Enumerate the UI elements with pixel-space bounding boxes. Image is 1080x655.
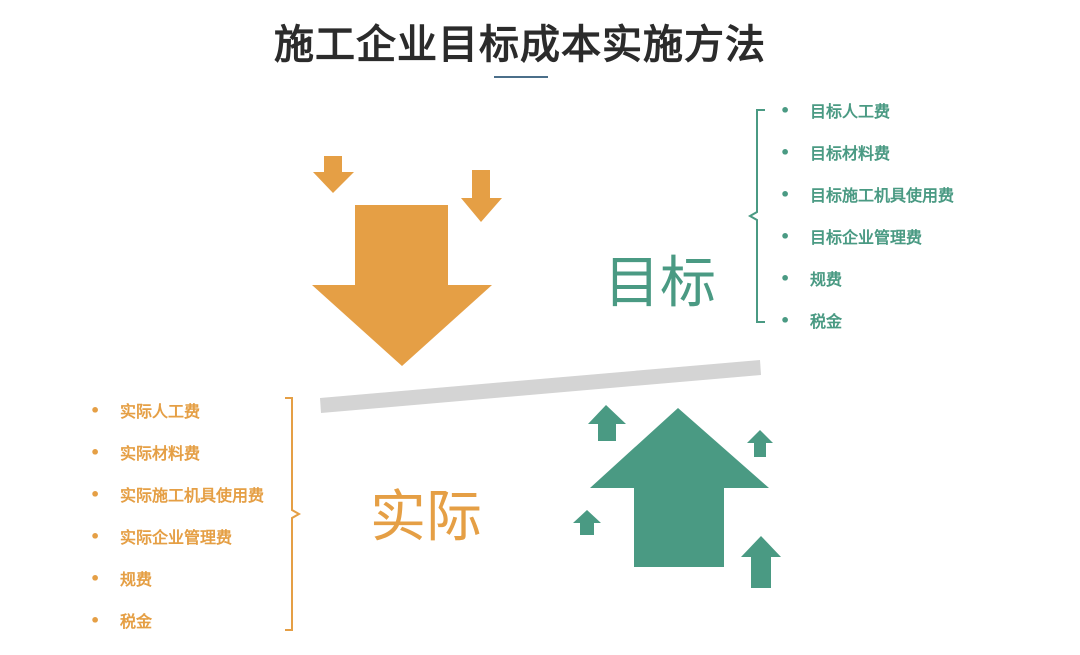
bullet-icon: •: [90, 443, 101, 462]
title-underline: [494, 76, 548, 78]
small-up-arrow-icon-left: [573, 510, 601, 535]
actual-label: 实际: [370, 485, 482, 550]
bullet-icon: •: [90, 401, 101, 420]
bullet-icon: •: [90, 485, 101, 504]
small-up-arrow-icon-bottom-right: [741, 536, 781, 588]
bullet-icon: •: [780, 185, 791, 204]
large-up-arrow-icon: [590, 408, 769, 567]
small-up-arrow-icon-top-right: [747, 430, 773, 457]
bullet-icon: •: [780, 227, 791, 246]
bullet-icon: •: [780, 269, 791, 288]
bullet-icon: •: [90, 569, 101, 588]
small-down-arrow-icon-left: [313, 156, 354, 193]
bullet-icon: •: [780, 311, 791, 330]
small-down-arrow-icon-right: [461, 170, 502, 222]
bullet-icon: •: [90, 611, 101, 630]
page-title: 施工企业目标成本实施方法: [274, 22, 766, 68]
target-brace: [747, 109, 765, 323]
bullet-icon: •: [780, 143, 791, 162]
balance-beam: [320, 360, 761, 413]
large-down-arrow-icon: [312, 205, 492, 366]
small-up-arrow-icon-top-left: [588, 405, 626, 441]
actual-brace: [285, 397, 302, 631]
target-label: 目标: [604, 251, 716, 316]
bullet-icon: •: [780, 101, 791, 120]
bullet-icon: •: [90, 527, 101, 546]
